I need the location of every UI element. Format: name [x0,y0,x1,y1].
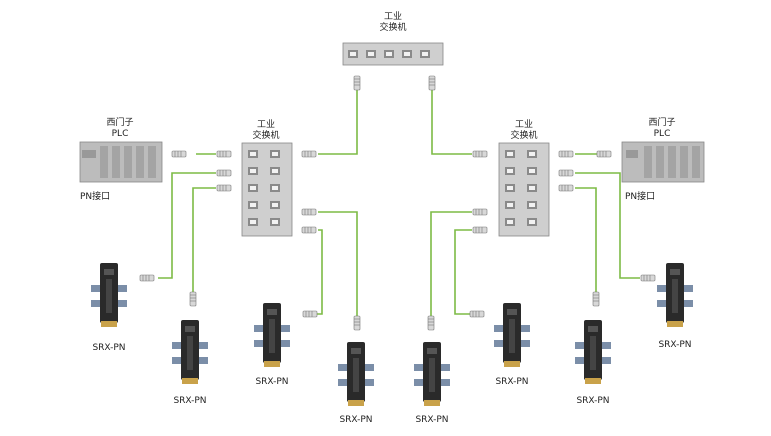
device-5 [414,342,450,406]
device-6-label: SRX-PN [495,377,529,387]
cable-top-to-right-switch [431,90,472,155]
plc-left [79,141,163,183]
device-1-label: SRX-PN [92,343,126,353]
switch-right [498,142,550,237]
connectors [139,75,656,331]
cable-top-to-left-switch [318,90,358,155]
switch-left-label-line1: 工业 [256,120,275,130]
switch-top-label-line2: 交换机 [379,23,407,33]
cable-right-dev4 [430,211,472,322]
device-3 [254,303,290,367]
pn-port-left-label: PN接口 [80,192,111,202]
cable-right-dev2 [575,187,597,294]
switch-top-label-line1: 工业 [383,12,402,22]
cables [158,90,640,322]
switch-top [342,42,444,66]
plc-right-label: 西门子 PLC [640,118,684,140]
plc-right-label-line2: PLC [653,129,671,139]
device-7-label: SRX-PN [576,396,610,406]
device-2 [172,320,208,384]
switch-left [241,142,293,237]
plc-left-label-line2: PLC [111,129,129,139]
cable-left-dev1 [158,172,216,279]
switch-left-label-line2: 交换机 [252,131,280,141]
cable-left-dev3 [305,229,323,315]
device-7 [575,320,611,384]
device-2-label: SRX-PN [173,396,207,406]
cable-left-dev4 [318,211,358,322]
cable-left-dev2 [192,187,216,294]
plc-left-label: 西门子 PLC [98,118,142,140]
plc-right [621,141,705,183]
device-8 [657,263,693,327]
plc-left-label-line1: 西门子 [106,118,134,128]
device-4 [338,342,374,406]
switch-right-label-line1: 工业 [514,120,533,130]
switch-right-label: 工业 交换机 [502,120,546,142]
device-6 [494,303,530,367]
device-1 [91,263,127,327]
plc-right-label-line1: 西门子 [648,118,676,128]
device-3-label: SRX-PN [255,377,289,387]
device-8-label: SRX-PN [658,340,692,350]
device-4-label: SRX-PN [339,415,373,425]
pn-port-right-label: PN接口 [625,192,656,202]
switch-left-label: 工业 交换机 [244,120,288,142]
switch-right-label-line2: 交换机 [510,131,538,141]
switch-top-label: 工业 交换机 [371,12,415,34]
cable-right-dev3 [454,229,484,315]
device-5-label: SRX-PN [415,415,449,425]
cable-right-dev1 [575,172,640,279]
